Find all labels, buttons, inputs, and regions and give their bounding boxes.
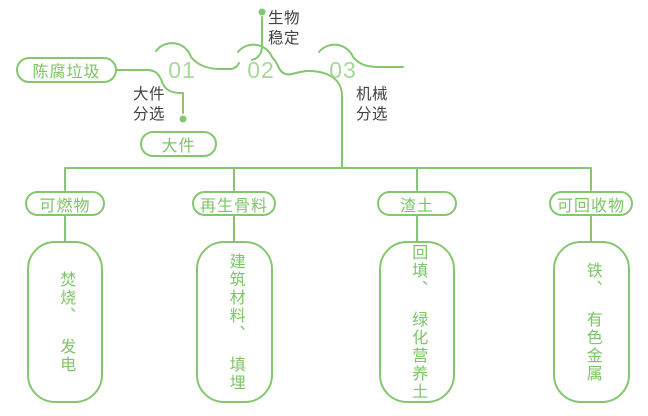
step-label-line: 分选 xyxy=(356,106,389,123)
step-number-3: 03 xyxy=(329,57,357,83)
detail-box-residue-soil: 回填、 绿化营养土 xyxy=(379,241,455,403)
step-label-line: 分选 xyxy=(133,106,166,123)
source-pill-label: 陈腐垃圾 xyxy=(32,64,101,81)
step-label-bulky-sorting: 大件 分选 xyxy=(133,85,165,125)
step-label-line: 生物 xyxy=(268,10,301,27)
arc-step2-to-step3 xyxy=(237,43,343,169)
step-number-2: 02 xyxy=(247,57,275,83)
source-pill: 陈腐垃圾 xyxy=(16,57,117,83)
step-label-mechanical-sorting: 机械 分选 xyxy=(356,85,388,125)
line-bio-to-step2 xyxy=(251,16,263,61)
detail-text: 发电 xyxy=(57,337,75,374)
detail-text: 填埋 xyxy=(226,355,244,392)
dot-bulky-branch xyxy=(179,115,187,123)
line-source-to-step1 xyxy=(116,69,184,114)
output-pill-bulky-label: 大件 xyxy=(161,138,196,155)
arc-step3-out xyxy=(318,43,404,68)
detail-box-combustibles: 焚烧、 发电 xyxy=(27,241,103,403)
detail-text: 焚烧、 xyxy=(57,270,75,325)
category-pill-residue-soil: 渣土 xyxy=(377,191,457,216)
step-number-1: 01 xyxy=(168,57,196,83)
category-pill-recycled-aggregate: 再生骨料 xyxy=(192,191,276,216)
arc-step1-to-step2 xyxy=(155,42,240,70)
step-label-bio-stabilization: 生物 稳定 xyxy=(268,9,300,49)
detail-text: 绿化营养土 xyxy=(409,310,427,401)
category-pill-combustibles: 可燃物 xyxy=(25,191,105,216)
category-pill-label: 可燃物 xyxy=(39,197,91,215)
category-pill-label: 可回收物 xyxy=(556,197,625,215)
dot-bio-branch xyxy=(258,8,266,16)
detail-text: 有色金属 xyxy=(583,310,601,383)
step-label-line: 大件 xyxy=(133,86,166,103)
detail-text: 铁、 xyxy=(583,261,601,298)
detail-box-recyclables: 铁、 有色金属 xyxy=(553,241,630,403)
step-label-line: 稳定 xyxy=(268,30,301,47)
category-pill-recyclables: 可回收物 xyxy=(549,191,633,216)
detail-box-recycled-aggregate: 建筑材料、 填埋 xyxy=(196,241,273,403)
category-pill-label: 再生骨料 xyxy=(199,197,268,215)
output-pill-bulky: 大件 xyxy=(140,131,217,157)
detail-text: 建筑材料、 xyxy=(226,252,244,343)
category-pill-label: 渣土 xyxy=(399,197,434,215)
step-label-line: 机械 xyxy=(356,86,389,103)
detail-text: 回填、 xyxy=(409,243,427,298)
branch-bar xyxy=(64,167,592,191)
